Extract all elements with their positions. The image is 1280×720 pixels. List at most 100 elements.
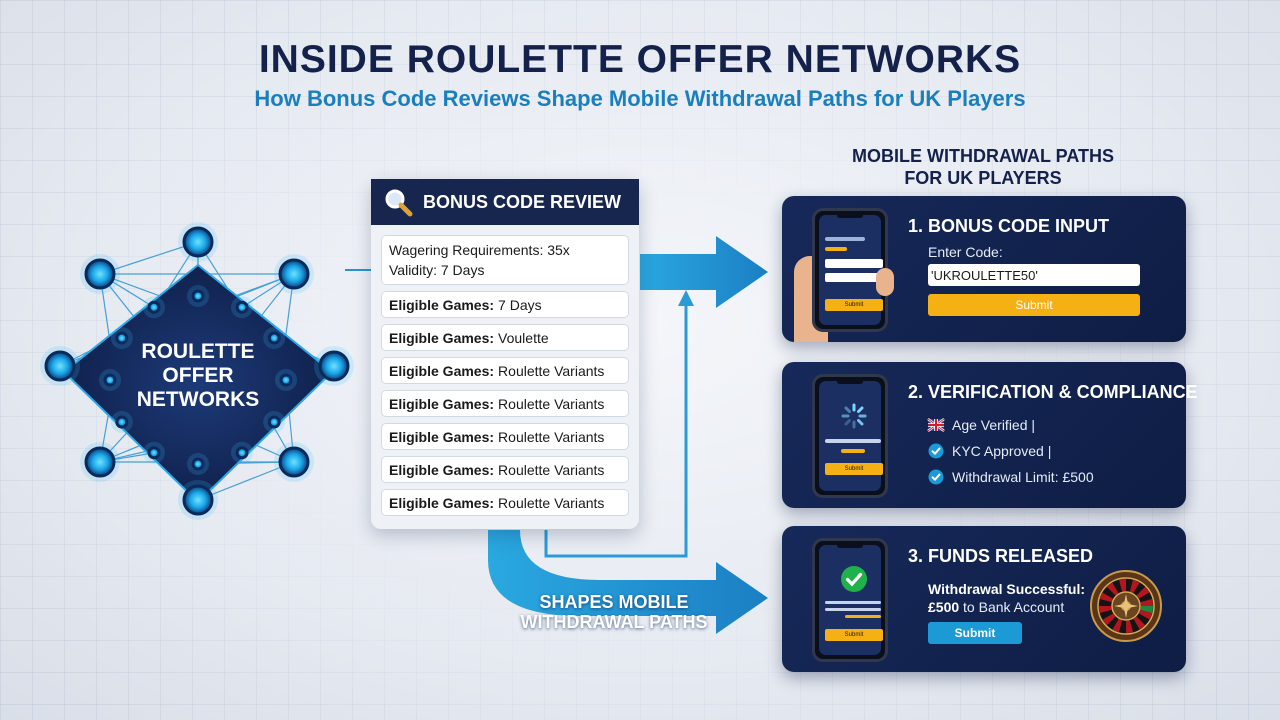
shapes-paths-label: SHAPES MOBILE WITHDRAWAL PATHS	[494, 592, 734, 632]
phone-text-line	[825, 247, 847, 251]
wheel-segment	[1099, 609, 1114, 620]
phone-screen: Submit	[819, 381, 883, 491]
check-label: KYC Approved |	[952, 443, 1052, 459]
row-key: Eligible Games:	[389, 329, 495, 346]
arrow-to-funds	[488, 530, 768, 634]
row-key: Eligible Games:	[389, 428, 495, 445]
phone-notch	[837, 379, 863, 384]
verification-checklist: Age Verified | KYC Approved | Withdrawal…	[927, 412, 1094, 490]
funds-message: Withdrawal Successful: £500 to Bank Acco…	[928, 580, 1085, 616]
network-subnode	[235, 446, 249, 460]
wheel-segment	[1133, 616, 1146, 630]
wheel-segment	[1138, 609, 1153, 620]
phone-mockup: Submit	[812, 208, 888, 332]
bonus-code-input[interactable]	[928, 264, 1140, 286]
phone-text-line	[825, 608, 881, 611]
network-edge	[99, 241, 199, 275]
review-row: Eligible Games:Roulette Variants	[381, 489, 629, 516]
row-key: Wagering Requirements:	[389, 242, 544, 258]
phone-submit-button: Submit	[825, 299, 883, 311]
row-value: Roulette Variants	[498, 428, 605, 445]
row-value: Voulette	[498, 329, 549, 346]
wheel-segment	[1106, 582, 1119, 596]
row-key: Eligible Games:	[389, 461, 495, 478]
check-age-verified: Age Verified |	[927, 412, 1094, 438]
review-header: BONUS CODE REVIEW	[371, 179, 639, 225]
wheel-segment	[1140, 606, 1153, 613]
wheel-segment	[1129, 618, 1140, 633]
review-row: Eligible Games:Voulette	[381, 324, 629, 351]
bonus-code-submit-button[interactable]: Submit	[928, 294, 1140, 316]
network-node	[278, 446, 310, 478]
arrow-to-input	[640, 236, 768, 308]
phone-text-line	[841, 449, 865, 453]
row-key: Validity:	[389, 262, 437, 278]
magnifier-icon	[385, 189, 413, 217]
funds-submit-button[interactable]: Submit	[928, 622, 1022, 644]
wheel-segment	[1119, 620, 1126, 633]
network-label: ROULETTE OFFER NETWORKS	[118, 340, 278, 412]
step-3-title: 3. FUNDS RELEASED	[908, 546, 1094, 566]
roulette-wheel-icon	[1090, 570, 1162, 642]
check-withdrawal-limit: Withdrawal Limit: £500	[928, 464, 1094, 490]
step-2-title: 2. VERIFICATION & COMPLIANCE	[908, 382, 1198, 402]
check-circle-icon	[928, 469, 944, 485]
wheel-segment	[1136, 613, 1150, 626]
network-edge	[197, 461, 295, 501]
withdrawal-paths-heading-line-2: FOR UK PLAYERS	[904, 168, 1062, 188]
line-arrowhead	[678, 290, 694, 306]
row-value: 7 Days	[498, 296, 542, 313]
wheel-segment	[1126, 579, 1133, 592]
check-circle-icon	[928, 443, 944, 459]
withdrawal-paths-heading: MOBILE WITHDRAWAL PATHS FOR UK PLAYERS	[800, 145, 1166, 189]
wheel-segment	[1133, 582, 1146, 596]
review-row-wagering: Wagering Requirements: 35x Validity: 7 D…	[381, 235, 629, 285]
shapes-paths-label-line-1: SHAPES MOBILE	[539, 592, 689, 612]
network-subnode	[267, 415, 281, 429]
phone-mockup: Submit	[812, 374, 888, 498]
phone-text-line	[825, 439, 881, 443]
uk-flag-icon	[927, 418, 945, 432]
review-row: Eligible Games:Roulette Variants	[381, 456, 629, 483]
check-kyc-approved: KYC Approved |	[928, 438, 1094, 464]
network-node	[318, 350, 350, 382]
network-subnode	[147, 446, 161, 460]
wheel-segment	[1112, 579, 1123, 594]
network-node	[84, 258, 116, 290]
review-title: BONUS CODE REVIEW	[423, 191, 622, 212]
check-label: Withdrawal Limit: £500	[952, 469, 1094, 485]
phone-submit-button: Submit	[825, 463, 883, 475]
phone-input	[825, 259, 883, 268]
review-row: Eligible Games:Roulette Variants	[381, 390, 629, 417]
row-key: Eligible Games:	[389, 362, 495, 379]
network-node	[182, 484, 214, 516]
network-subnode	[147, 300, 161, 314]
phone-text-line	[825, 601, 881, 604]
row-value: 7 Days	[440, 262, 485, 278]
network-node	[84, 446, 116, 478]
wheel-segment	[1140, 599, 1153, 606]
page-title: INSIDE ROULETTE OFFER NETWORKS	[258, 38, 1022, 81]
wheel-segment	[1129, 579, 1140, 594]
wheel-segment	[1099, 606, 1112, 613]
network-subnode	[191, 457, 205, 471]
shapes-paths-label-line-2: WITHDRAWAL PATHS	[520, 612, 708, 632]
row-key: Eligible Games:	[389, 296, 495, 313]
network-label-line-3: NETWORKS	[136, 388, 260, 411]
phone-notch	[837, 213, 863, 218]
phone-input	[825, 273, 883, 282]
wheel-segment	[1106, 616, 1119, 630]
network-subnode	[235, 300, 249, 314]
phone-notch	[837, 543, 863, 548]
review-rows: Wagering Requirements: 35x Validity: 7 D…	[371, 225, 639, 516]
review-row: Eligible Games:Roulette Variants	[381, 357, 629, 384]
network-node	[182, 226, 214, 258]
row-value: Roulette Variants	[498, 362, 605, 379]
network-label-line-2: OFFER	[162, 364, 234, 387]
step-bonus-code-input: Submit 1. BONUS CODE INPUT Enter Code: S…	[782, 196, 1186, 342]
phone-text-line	[825, 237, 865, 241]
funds-status: Withdrawal Successful:	[928, 581, 1086, 597]
network-node	[278, 258, 310, 290]
line-to-verification	[544, 300, 688, 558]
